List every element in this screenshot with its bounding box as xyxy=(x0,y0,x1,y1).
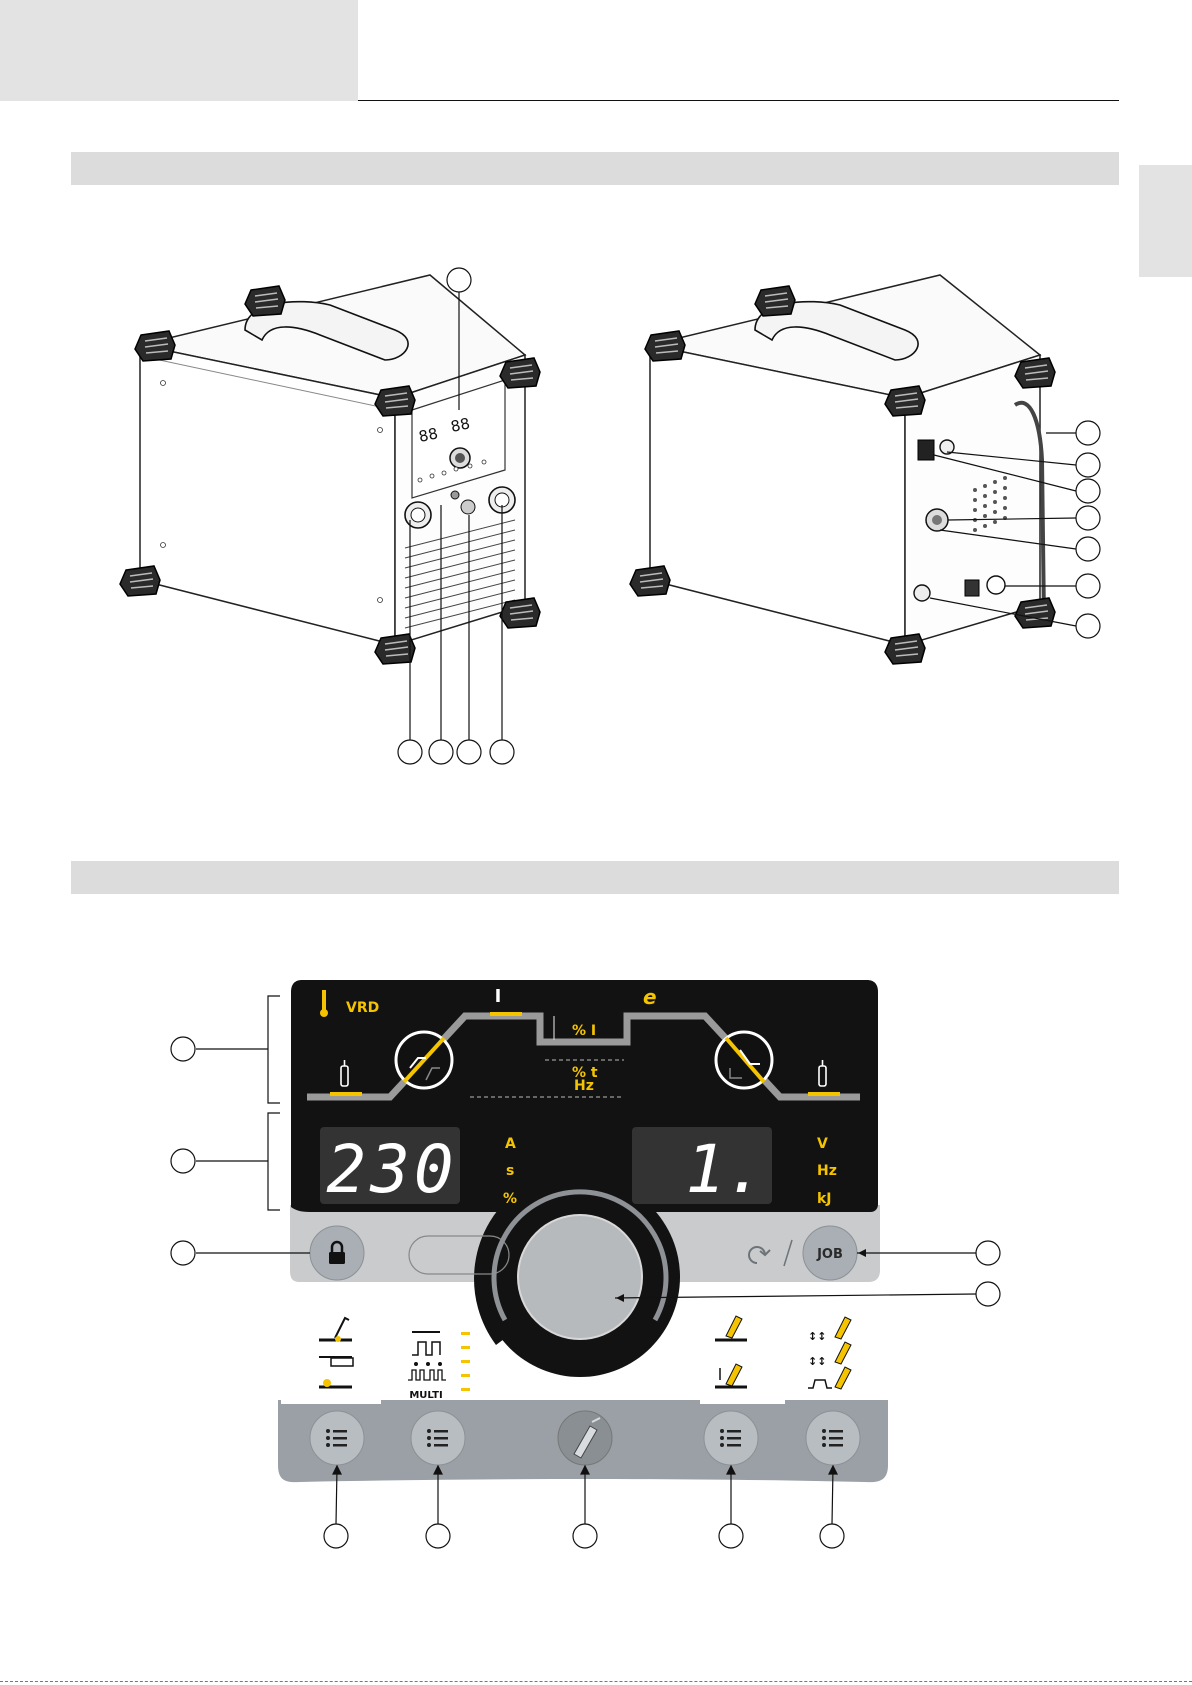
trigger-mode-button[interactable] xyxy=(806,1411,860,1465)
frequency-label: Hz xyxy=(574,1078,594,1094)
right-display-value: 1. xyxy=(686,1131,765,1208)
control-panel-diagram: VRD I e % I % t Hz 230 A s % 1. V Hz kJ xyxy=(0,960,1192,1560)
postflow-led xyxy=(808,1092,840,1096)
svg-text:↕↕: ↕↕ xyxy=(808,1355,826,1368)
slope-up-icon xyxy=(396,1032,452,1088)
pulse-leds xyxy=(461,1332,470,1391)
job-button-label: JOB xyxy=(816,1247,843,1262)
machine-front-view: 88 88 xyxy=(120,275,540,664)
lock-button[interactable] xyxy=(310,1226,364,1280)
job-button[interactable]: JOB xyxy=(803,1226,857,1280)
callout-circle xyxy=(171,1037,195,1061)
torch-gas-button[interactable] xyxy=(558,1411,612,1465)
current-led xyxy=(490,1012,522,1016)
dotted-pulse-icon xyxy=(414,1362,442,1366)
spot-mode-icon xyxy=(808,1367,851,1389)
multi-pulse-icon xyxy=(408,1370,446,1380)
pulse-select-button[interactable] xyxy=(411,1411,465,1465)
right-unit-volt: V xyxy=(817,1136,828,1152)
callout-circle xyxy=(976,1282,1000,1306)
two-stroke-icon: ↕↕ xyxy=(808,1317,851,1343)
vrd-label: VRD xyxy=(346,1000,379,1016)
left-unit-seconds: s xyxy=(506,1163,514,1179)
machine-illustrations: 88 88 xyxy=(0,0,1192,820)
callout-circle xyxy=(976,1241,1000,1265)
list-menu-icon xyxy=(720,1429,741,1447)
callout-circle xyxy=(171,1149,195,1173)
callout-circle xyxy=(171,1241,195,1265)
rear-callouts xyxy=(1076,421,1100,638)
left-unit-percent: % xyxy=(503,1191,517,1207)
pulse-icon xyxy=(412,1342,440,1355)
bottom-callouts xyxy=(324,1524,844,1548)
icon-band-right xyxy=(700,1320,785,1404)
four-stroke-icon: ↕↕ xyxy=(808,1342,851,1368)
lock-icon xyxy=(329,1252,345,1264)
slope-down-icon xyxy=(716,1032,772,1088)
page-bottom-edge xyxy=(0,1681,1192,1682)
current-symbol: I xyxy=(495,986,502,1007)
list-menu-icon xyxy=(427,1429,448,1447)
preflow-led xyxy=(330,1092,362,1096)
list-menu-icon xyxy=(326,1429,347,1447)
section-heading-bar-panel xyxy=(71,861,1119,894)
right-unit-hertz: Hz xyxy=(817,1163,837,1179)
ignition-select-button[interactable] xyxy=(704,1411,758,1465)
process-select-button[interactable] xyxy=(310,1411,364,1465)
left-display-value: 230 xyxy=(326,1131,457,1208)
svg-text:↕↕: ↕↕ xyxy=(808,1330,826,1343)
e-logo-icon: e xyxy=(643,985,657,1009)
multi-label: MULTI xyxy=(409,1390,442,1401)
left-unit-amp: A xyxy=(505,1136,516,1152)
right-unit-kilojoule: kJ xyxy=(817,1191,832,1207)
list-menu-icon xyxy=(822,1429,843,1447)
percent-current-label: % I xyxy=(572,1023,596,1039)
